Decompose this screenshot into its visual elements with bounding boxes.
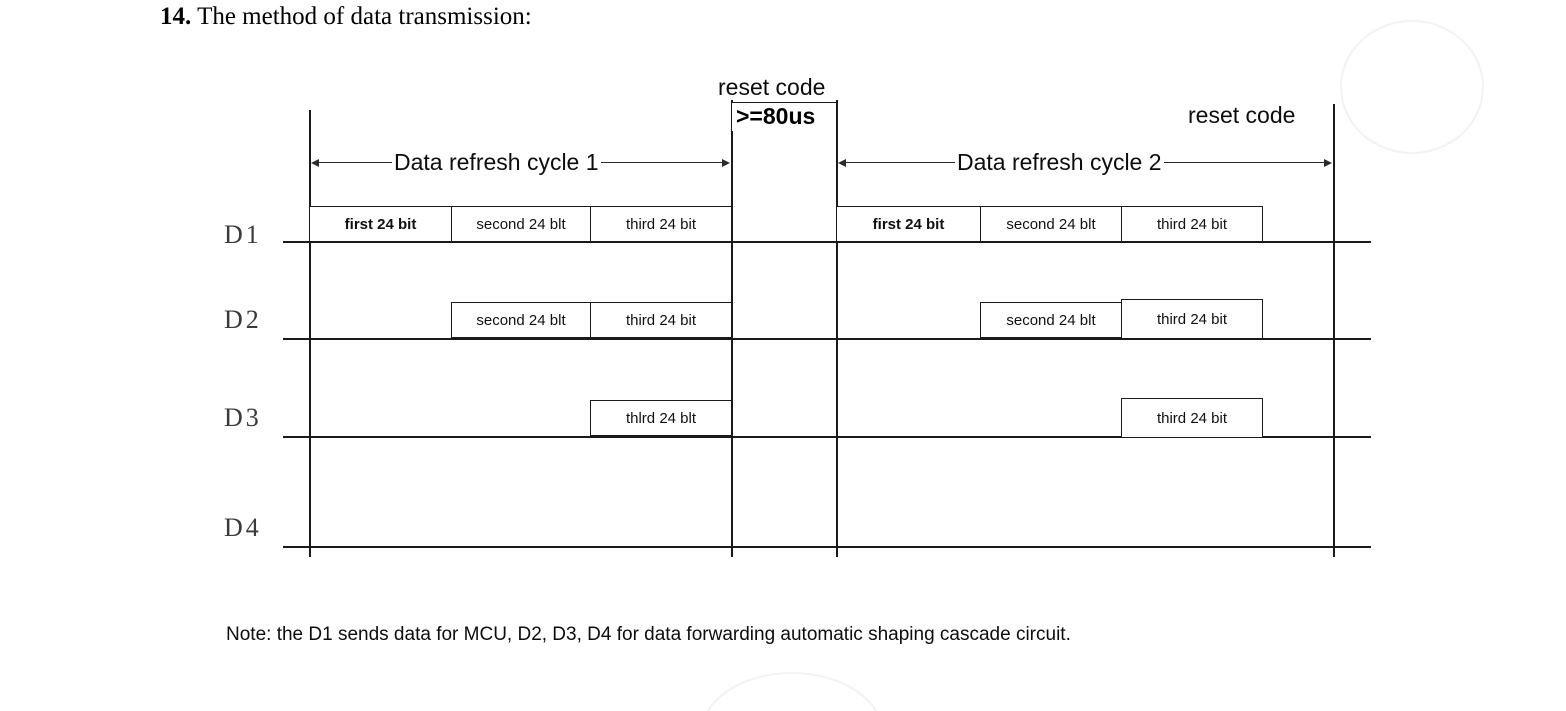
cycle2-span-arrow-right	[1324, 159, 1332, 167]
row-label-d4: D4	[224, 513, 262, 542]
note-text: Note: the D1 sends data for MCU, D2, D3,…	[226, 624, 1071, 645]
row-label-d1: D1	[224, 220, 262, 249]
row-label-d2: D2	[224, 305, 262, 334]
cycle2-end-rule	[1333, 104, 1335, 557]
packet-d3-c2-1: third 24 bit	[1121, 398, 1263, 438]
packet-d1-c1-1: first 24 bit	[309, 206, 452, 242]
reset-code-2-label: reset code	[1188, 102, 1296, 128]
packet-d2-c1-2: third 24 bit	[590, 302, 732, 338]
packet-d3-c1-1: thlrd 24 blt	[590, 400, 732, 436]
cycle1-start-rule	[309, 110, 311, 557]
question-number: 14.	[160, 3, 192, 30]
packet-d1-c2-1: first 24 bit	[836, 206, 981, 242]
reset1-end-rule	[836, 100, 838, 557]
cycle2-span-arrow-left	[838, 159, 846, 167]
row-label-d3: D3	[224, 403, 262, 432]
row-line-d3	[283, 436, 1371, 438]
reset-code-1-duration: >=80us	[731, 102, 837, 131]
packet-d1-c1-3: third 24 bit	[590, 206, 732, 242]
packet-d2-c2-2: third 24 bit	[1121, 299, 1263, 339]
reset1-start-rule	[731, 100, 733, 557]
cycle1-label: Data refresh cycle 1	[392, 149, 601, 176]
packet-d2-c1-1: second 24 blt	[451, 302, 591, 338]
cycle1-span-arrow-right	[722, 159, 730, 167]
reset-code-1-label: reset code	[718, 74, 826, 100]
packet-d1-c1-2: second 24 blt	[451, 206, 591, 242]
cycle1-span-arrow-left	[311, 159, 319, 167]
row-line-d2	[283, 338, 1371, 340]
cycle2-label: Data refresh cycle 2	[955, 149, 1164, 176]
watermark-arc-top	[1340, 20, 1484, 154]
row-line-d1	[283, 241, 1371, 243]
row-line-d4	[283, 546, 1371, 548]
packet-d1-c2-3: third 24 bit	[1121, 206, 1263, 242]
packet-d2-c2-1: second 24 blt	[980, 302, 1122, 338]
page-title: 14. The method of data transmission:	[160, 2, 532, 32]
question-text: The method of data transmission:	[197, 3, 532, 30]
packet-d1-c2-2: second 24 blt	[980, 206, 1122, 242]
